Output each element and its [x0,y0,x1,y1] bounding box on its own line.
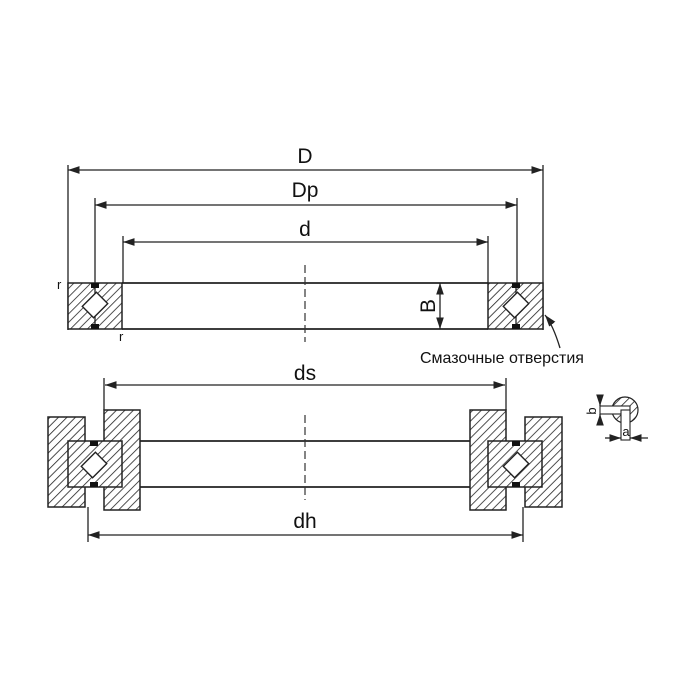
roller-left [81,291,109,319]
label-D: D [297,145,312,168]
label-ds: ds [294,362,316,385]
label-d: d [299,218,311,241]
label-Dp: Dp [292,179,319,202]
roller-right [502,451,530,479]
housing-right [524,416,563,508]
label-dh: dh [293,510,316,533]
label-b: b [584,407,599,414]
lubrication-hole-detail: b a [584,394,648,442]
roller-right [502,291,530,319]
bottom-section: ds dh [47,362,563,542]
label-lubrication-holes: Смазочные отверстия [420,350,584,367]
label-a: a [622,424,630,439]
label-B: B [417,299,440,313]
label-r-inner: r [119,329,124,344]
lubrication-leader [544,314,561,349]
roller-left [80,451,108,479]
top-section: D Dp d B r r Смазочные отверстия [57,145,584,367]
label-r-outer: r [57,277,62,292]
